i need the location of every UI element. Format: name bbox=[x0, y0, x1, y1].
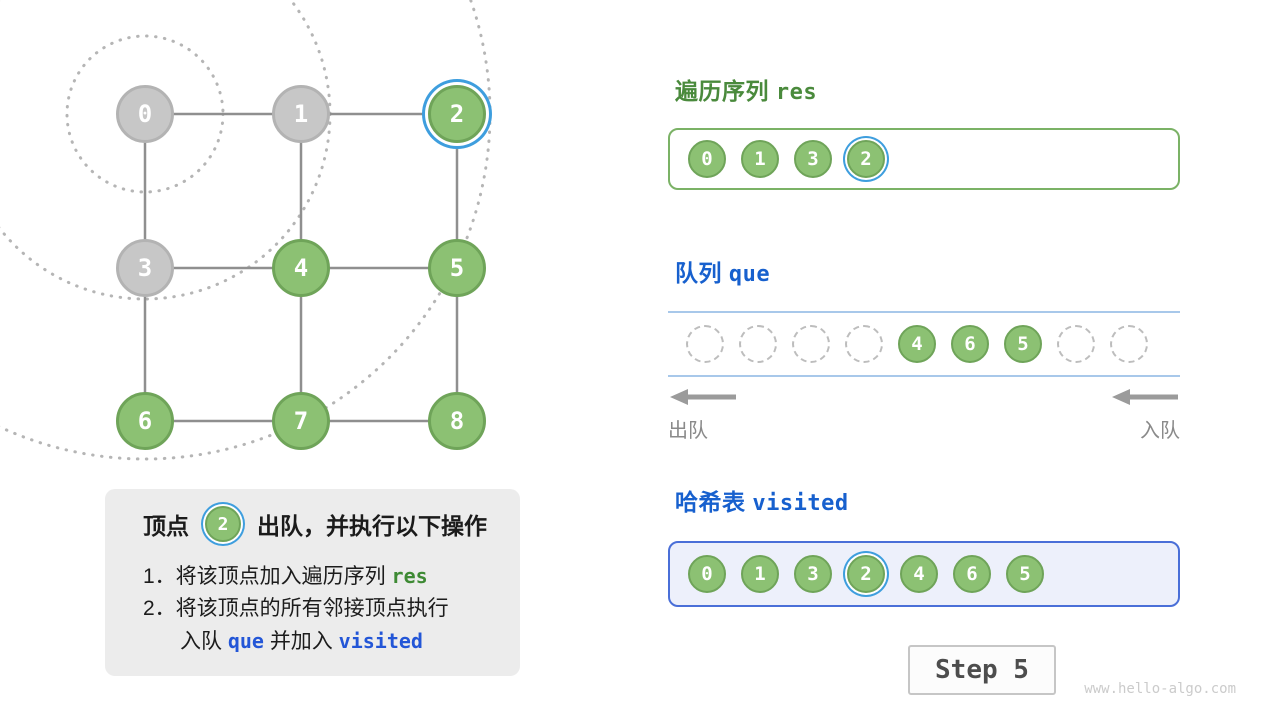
dequeue-label: 出队 bbox=[668, 420, 708, 442]
queue-empty-slot bbox=[1110, 325, 1148, 363]
panel-step-2-cont: 入队 que 并加入 visited bbox=[143, 625, 500, 658]
panel-step-2: 2．将该顶点的所有邻接顶点执行 bbox=[143, 593, 500, 625]
queue-title: 队列 que bbox=[675, 254, 770, 288]
graph-node-3: 3 bbox=[116, 239, 174, 297]
res-title-zh: 遍历序列 bbox=[675, 78, 769, 104]
visited-title-zh: 哈希表 bbox=[675, 489, 746, 515]
visited-item-0: 0 bbox=[688, 555, 726, 593]
queue-empty-slot bbox=[739, 325, 777, 363]
panel-header-suffix: 出队，并执行以下操作 bbox=[257, 513, 487, 539]
visited-title-code: visited bbox=[752, 491, 849, 516]
enqueue-arrow-icon bbox=[1112, 389, 1178, 405]
res-item-3: 3 bbox=[794, 140, 832, 178]
step-indicator: Step 5 bbox=[908, 645, 1056, 695]
step-indicator-label: Step 5 bbox=[935, 655, 1029, 685]
queue-empty-slot bbox=[686, 325, 724, 363]
res-title: 遍历序列 res bbox=[675, 72, 817, 106]
res-item-2: 2 bbox=[847, 140, 885, 178]
step2-text: 2．将该顶点的所有邻接顶点执行 bbox=[143, 597, 449, 620]
step2b-code-que: que bbox=[227, 629, 264, 653]
step1-code-res: res bbox=[391, 564, 428, 588]
graph-node-8: 8 bbox=[428, 392, 486, 450]
step2b-text-2: 并加入 bbox=[269, 630, 333, 653]
enqueue-label: 入队 bbox=[1140, 420, 1180, 442]
queue-item-4: 4 bbox=[898, 325, 936, 363]
res-item-1: 1 bbox=[741, 140, 779, 178]
panel-step-1: 1．将该顶点加入遍历序列 res bbox=[143, 560, 500, 593]
dequeued-node-label: 2 bbox=[217, 513, 229, 535]
bfs-wavefront-arc-3 bbox=[0, 0, 492, 461]
queue-item-6: 6 bbox=[951, 325, 989, 363]
res-title-code: res bbox=[775, 80, 818, 105]
dequeue-arrow-icon bbox=[670, 389, 736, 405]
panel-steps: 1．将该顶点加入遍历序列 res 2．将该顶点的所有邻接顶点执行 入队 que … bbox=[143, 560, 500, 658]
queue-title-zh: 队列 bbox=[675, 260, 722, 286]
graph-node-4: 4 bbox=[272, 239, 330, 297]
graph-node-6: 6 bbox=[116, 392, 174, 450]
queue-empty-slot bbox=[845, 325, 883, 363]
visited-item-1: 1 bbox=[741, 555, 779, 593]
graph-node-1: 1 bbox=[272, 85, 330, 143]
queue-empty-slot bbox=[792, 325, 830, 363]
graph-node-5: 5 bbox=[428, 239, 486, 297]
visited-item-3: 3 bbox=[794, 555, 832, 593]
dequeued-node-badge: 2 bbox=[205, 506, 241, 542]
queue-empty-slot bbox=[1057, 325, 1095, 363]
res-item-0: 0 bbox=[688, 140, 726, 178]
step1-text: 1．将该顶点加入遍历序列 bbox=[143, 565, 386, 588]
visited-item-5: 5 bbox=[1006, 555, 1044, 593]
panel-header-prefix: 顶点 bbox=[143, 513, 189, 539]
graph-node-7: 7 bbox=[272, 392, 330, 450]
step2b-code-visited: visited bbox=[338, 629, 423, 653]
panel-header: 顶点 2 出队，并执行以下操作 bbox=[143, 506, 500, 542]
visited-item-4: 4 bbox=[900, 555, 938, 593]
visited-title: 哈希表 visited bbox=[675, 483, 849, 517]
visited-item-2: 2 bbox=[847, 555, 885, 593]
queue-title-code: que bbox=[728, 262, 771, 287]
graph-node-2: 2 bbox=[428, 85, 486, 143]
visited-item-6: 6 bbox=[953, 555, 991, 593]
info-panel: 顶点 2 出队，并执行以下操作 1．将该顶点加入遍历序列 res 2．将该顶点的… bbox=[105, 489, 520, 676]
graph-node-0: 0 bbox=[116, 85, 174, 143]
watermark: www.hello-algo.com bbox=[1084, 681, 1236, 697]
step2b-text-1: 入队 bbox=[180, 630, 222, 653]
queue-item-5: 5 bbox=[1004, 325, 1042, 363]
